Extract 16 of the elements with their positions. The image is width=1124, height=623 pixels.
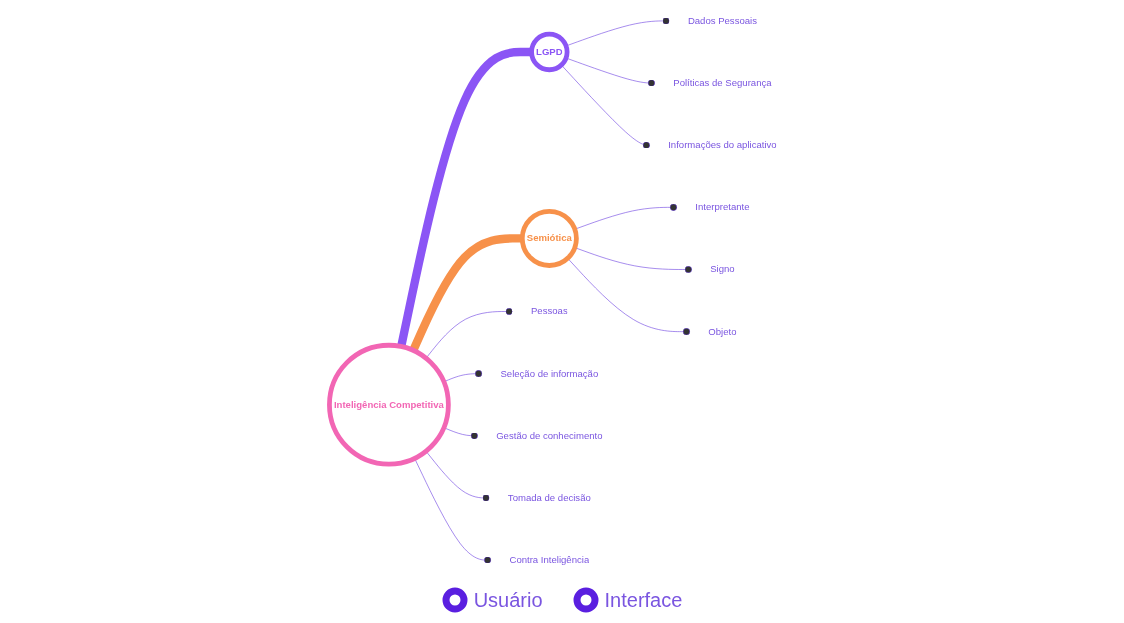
label-text: Usuário: [473, 588, 543, 612]
node-circle: Inteligência Competitiva: [327, 342, 451, 467]
node-text: Dados Pessoais: [687, 15, 757, 26]
node-text: Seleção de informação: [500, 368, 599, 379]
node-text: Signo: [710, 264, 735, 275]
node-text: Objeto: [708, 326, 737, 337]
node-text: Políticas de Segurança: [673, 77, 772, 88]
node-text: Gestão de conhecimento: [496, 430, 603, 441]
label-text: Interface: [604, 588, 683, 612]
node-text: Tomada de decisão: [507, 492, 591, 503]
node-text: Interpretante: [695, 201, 750, 213]
node-text: Informações do aplicativo: [668, 139, 777, 150]
node-circle: LGPD: [529, 31, 570, 73]
node-text: Pessoas: [531, 306, 568, 317]
node-circle: Semiótica: [519, 208, 579, 268]
node-text: Contra Inteligência: [509, 554, 590, 565]
